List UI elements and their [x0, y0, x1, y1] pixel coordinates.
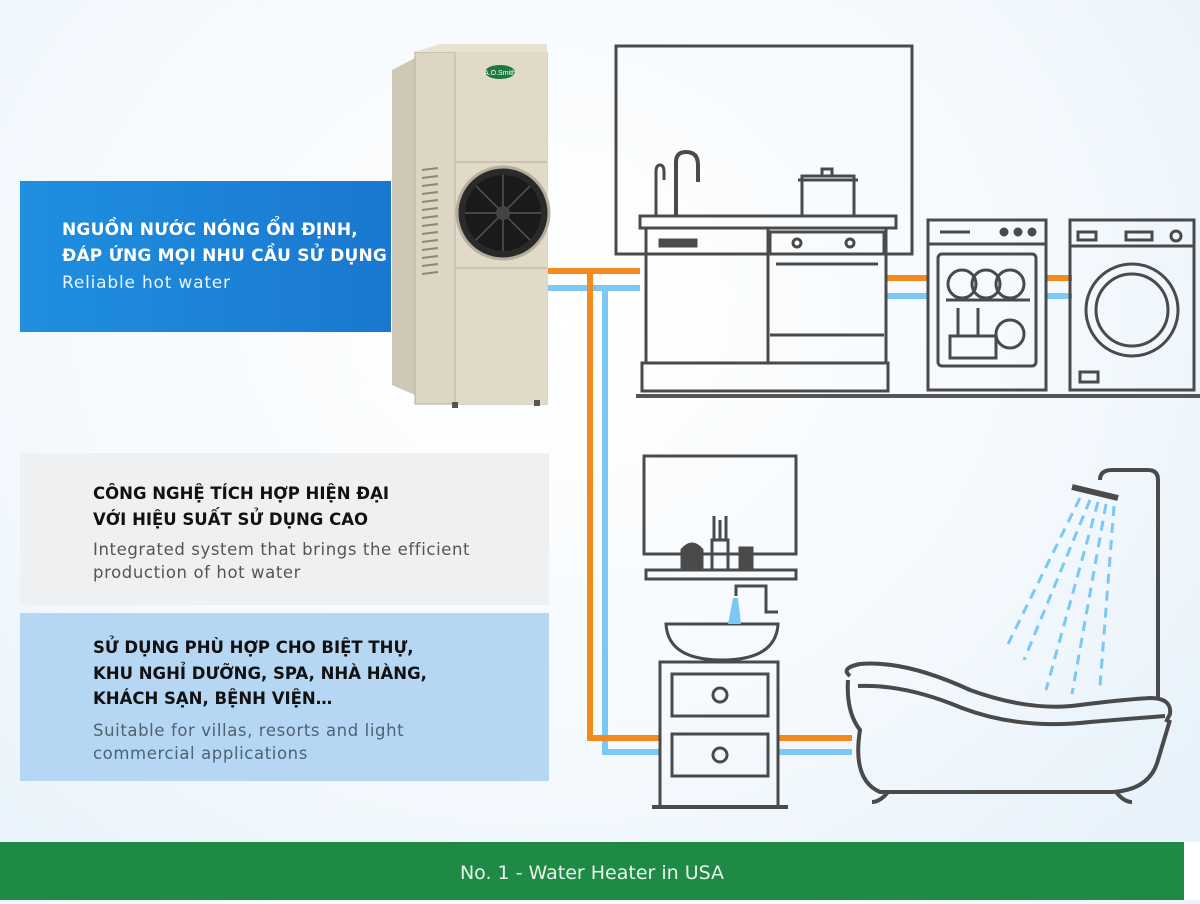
tap-water-stream: [728, 598, 741, 624]
feature-card-integrated-system: CÔNG NGHỆ TÍCH HỢP HIỆN ĐẠI VỚI HIỆU SUẤ…: [20, 453, 549, 605]
fan-icon: [455, 165, 551, 261]
water-pipes: [548, 268, 1072, 755]
feature-title-line: SỬ DỤNG PHÙ HỢP CHO BIỆT THỰ,: [93, 638, 414, 657]
feature-description-line: commercial applications: [93, 744, 308, 763]
feature-title-line: CÔNG NGHỆ TÍCH HỢP HIỆN ĐẠI: [93, 484, 390, 503]
heat-pump-unit: A.O.Smith: [392, 44, 551, 408]
feature-title: SỬ DỤNG PHÙ HỢP CHO BIỆT THỰ, KHU NGHỈ D…: [93, 635, 533, 712]
kitchen-illustration: [614, 44, 1200, 398]
hero-banner: NGUỒN NƯỚC NÓNG ỔN ĐỊNH, ĐÁP ỨNG MỌI NHU…: [20, 181, 391, 332]
footer-text: No. 1 - Water Heater in USA: [459, 862, 725, 884]
feature-title-line: KHÁCH SẠN, BỆNH VIỆN…: [93, 689, 333, 708]
svg-text:A.O.Smith: A.O.Smith: [484, 70, 516, 77]
dishwasher-illustration: [926, 218, 1048, 392]
hero-title-line1: NGUỒN NƯỚC NÓNG ỔN ĐỊNH,: [62, 220, 358, 240]
feature-description: Integrated system that brings the effici…: [93, 538, 533, 584]
bathroom-vanity-illustration: [642, 454, 798, 809]
footer-banner: No. 1 - Water Heater in USA: [0, 842, 1184, 900]
feature-title: CÔNG NGHỆ TÍCH HỢP HIỆN ĐẠI VỚI HIỆU SUẤ…: [93, 481, 533, 532]
brand-logo: A.O.Smith: [484, 65, 516, 79]
hero-title-line2: ĐÁP ỨNG MỌI NHU CẦU SỬ DỤNG: [62, 246, 388, 266]
hero-subtitle: Reliable hot water: [62, 273, 231, 293]
feature-title-line: KHU NGHỈ DƯỠNG, SPA, NHÀ HÀNG,: [93, 663, 427, 683]
feature-card-applications: SỬ DỤNG PHÙ HỢP CHO BIỆT THỰ, KHU NGHỈ D…: [20, 613, 549, 781]
feature-description-line: production of hot water: [93, 563, 302, 582]
washing-machine-illustration: [1068, 218, 1196, 392]
bathtub-illustration: [844, 468, 1173, 804]
footer-edge: [1184, 842, 1200, 900]
feature-title-line: VỚI HIỆU SUẤT SỬ DỤNG CAO: [93, 509, 368, 529]
shower-spray: [1006, 497, 1116, 695]
feature-description: Suitable for villas, resorts and light c…: [93, 719, 533, 765]
feature-description-line: Integrated system that brings the effici…: [93, 540, 471, 559]
feature-description-line: Suitable for villas, resorts and light: [93, 721, 405, 740]
